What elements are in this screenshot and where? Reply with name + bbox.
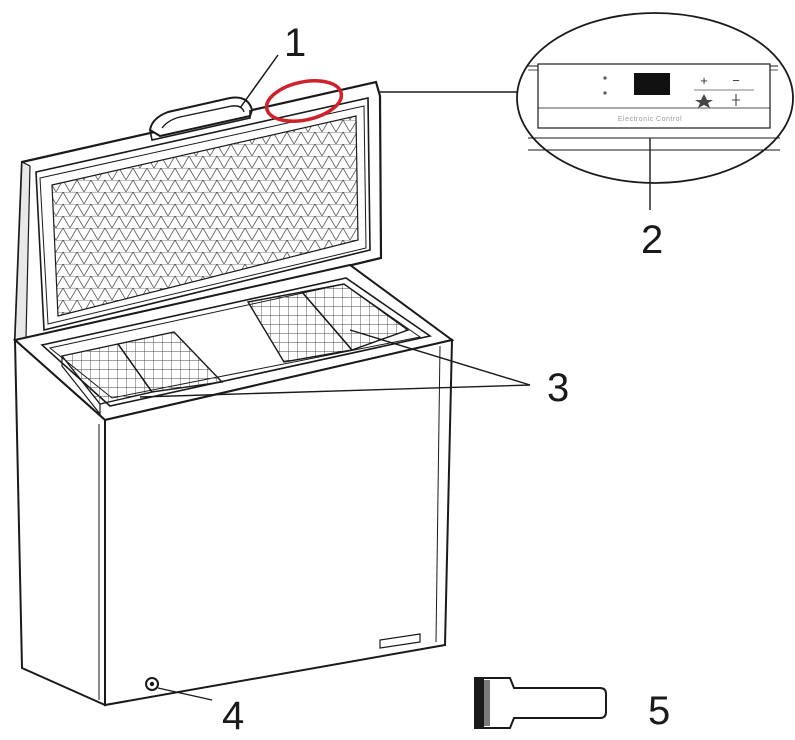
callout-2: 2: [641, 218, 663, 262]
fast-freeze-icon: [695, 94, 713, 108]
basket-right-back: [300, 283, 410, 351]
callout-3-leader-a: [349, 329, 531, 386]
freezer-lid: [13, 80, 383, 344]
minus-button: −: [732, 73, 740, 88]
control-panel-zoom: + − Electronic Control: [380, 12, 794, 210]
temperature-display: [634, 73, 670, 95]
electronic-control-label: Electronic Control: [618, 116, 682, 123]
callout-4: 4: [222, 694, 244, 738]
control-panel-highlight: [264, 79, 344, 123]
indicator-light-2: [603, 91, 607, 95]
callout-5: 5: [648, 689, 670, 733]
basket-left-back: [116, 331, 224, 393]
light-icon: [732, 94, 740, 106]
storage-baskets: [60, 283, 410, 416]
callout-4-leader: [157, 687, 213, 701]
callout-1-leader: [239, 54, 279, 109]
callout-3: 3: [547, 366, 569, 410]
indicator-light-1: [603, 76, 607, 80]
drain-plug: [145, 677, 159, 691]
callout-3-leader-b: [139, 384, 531, 398]
lid-handle: [148, 96, 254, 141]
drain-tool: [474, 677, 607, 729]
callout-1: 1: [284, 21, 306, 65]
plus-button: +: [700, 73, 708, 88]
